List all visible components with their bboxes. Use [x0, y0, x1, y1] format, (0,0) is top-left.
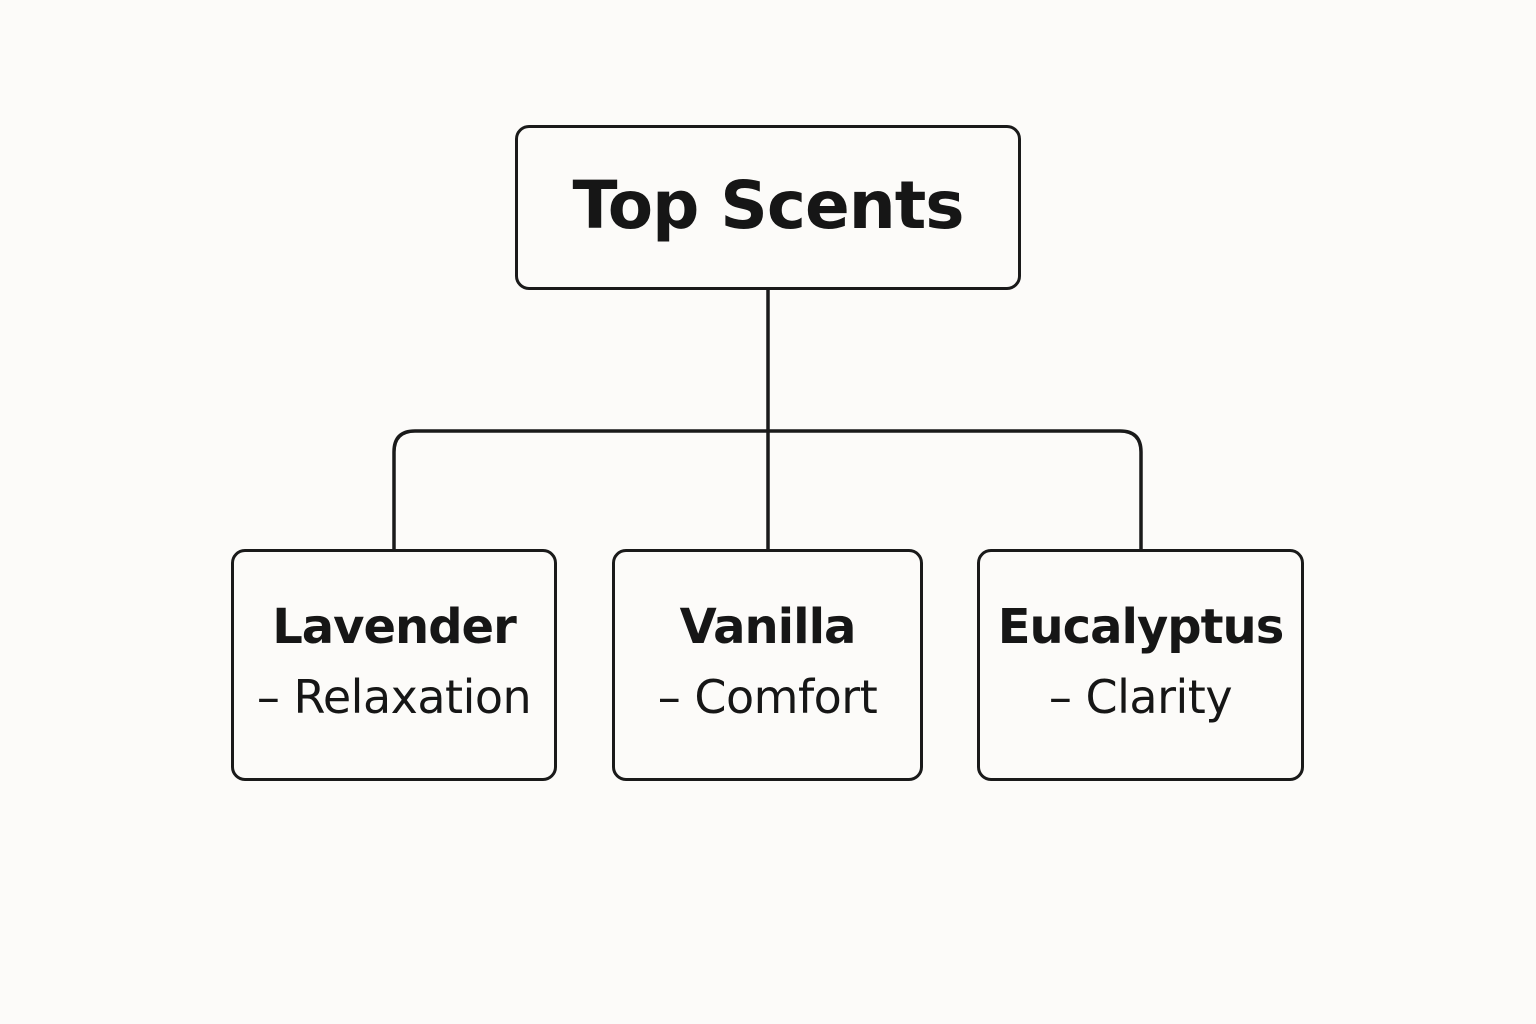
root-title: Top Scents	[572, 167, 964, 244]
child-name: Vanilla	[679, 598, 857, 655]
child-description: – Clarity	[1048, 670, 1233, 725]
child-name: Lavender	[272, 598, 517, 655]
connector-horizontal-bus	[392, 429, 1143, 549]
child-name: Eucalyptus	[997, 598, 1285, 655]
child-description: – Comfort	[657, 670, 878, 725]
child-node-vanilla: Vanilla – Comfort	[612, 549, 923, 781]
child-description: – Relaxation	[256, 670, 532, 725]
child-node-eucalyptus: Eucalyptus – Clarity	[977, 549, 1304, 781]
root-node: Top Scents	[515, 125, 1021, 290]
child-node-lavender: Lavender – Relaxation	[231, 549, 557, 781]
